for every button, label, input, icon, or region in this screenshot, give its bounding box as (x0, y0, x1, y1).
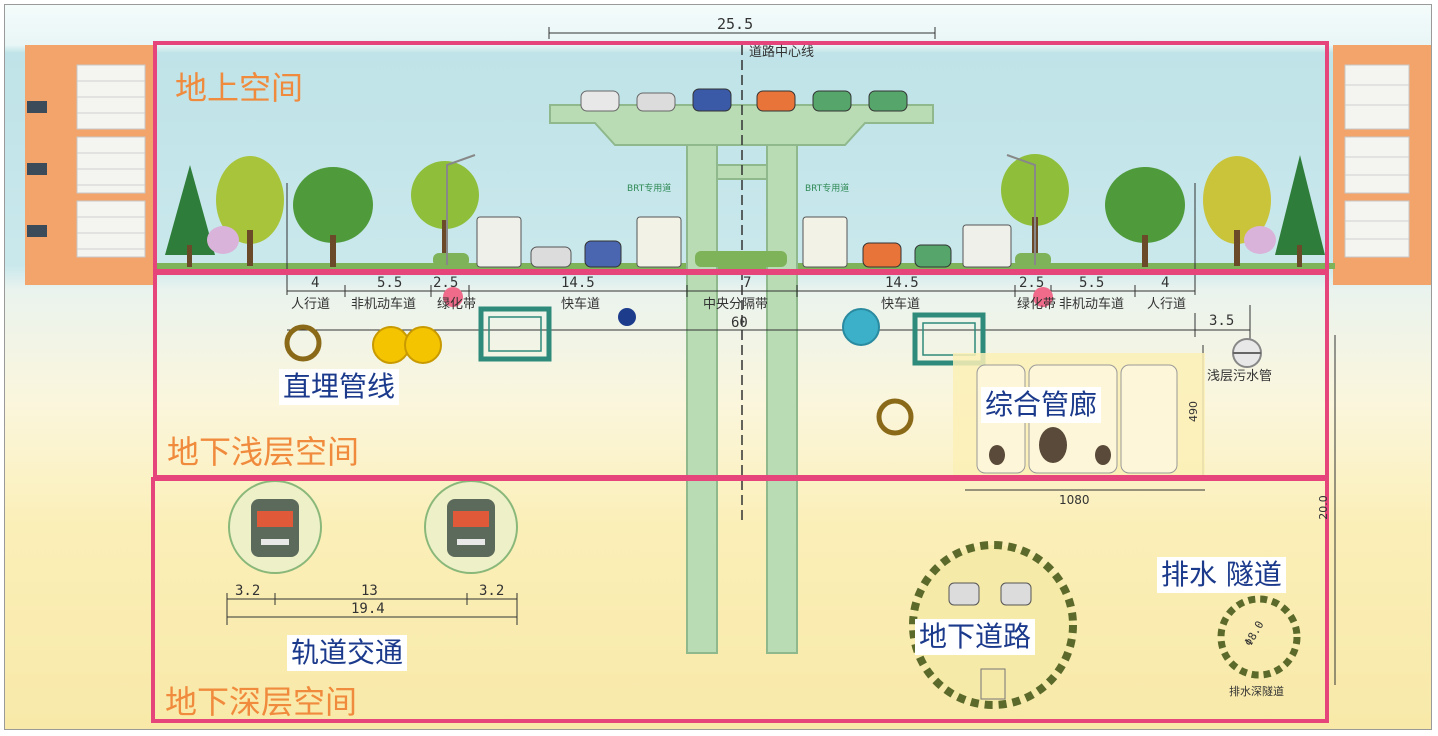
seg-name-6: 绿化带 (1017, 297, 1057, 312)
zone-deep (151, 477, 1329, 723)
seg-width-1: 5.5 (377, 275, 403, 291)
label-utility-tunnel: 综合管廊 (981, 387, 1102, 423)
seg-name-5: 快车道 (881, 297, 921, 312)
total-width: 60 (731, 315, 748, 331)
rail-dim-2: 3.2 (479, 583, 505, 599)
seg-width-0: 4 (311, 275, 320, 291)
gallery-width: 1080 (1059, 493, 1090, 507)
seg-name-1: 非机动车道 (351, 297, 417, 312)
cross-section-drawing (25, 27, 1431, 709)
green-separators (433, 251, 1051, 267)
seg-name-4: 中央分隔带 (703, 297, 769, 312)
sewer-offset: 3.5 (1209, 313, 1235, 329)
sewer-label: 浅层污水管 (1207, 369, 1273, 384)
zone-title-above: 地上空间 (175, 69, 304, 107)
zone-title-deep: 地下深层空间 (165, 683, 358, 721)
seg-width-3: 14.5 (561, 275, 595, 291)
brt-left-label: BRT专用道 (627, 184, 672, 194)
zone-above-ground (153, 41, 1329, 273)
label-direct-buried: 直埋管线 (279, 369, 400, 405)
deck-cars (580, 88, 908, 112)
drainage-tunnel-ring (1217, 595, 1301, 679)
lamp-posts (446, 154, 1036, 265)
rail-dim-0: 3.2 (235, 583, 261, 599)
seg-name-7: 非机动车道 (1059, 297, 1125, 312)
seg-width-4: 7 (743, 275, 752, 291)
centerline-label: 道路中心线 (749, 45, 815, 60)
seg-width-2: 2.5 (433, 275, 459, 291)
label-rail-transit: 轨道交通 (287, 635, 408, 671)
trees (165, 154, 1325, 267)
seg-width-5: 14.5 (885, 275, 919, 291)
depth-label: 20.0 (1316, 495, 1330, 520)
seg-name-0: 人行道 (291, 297, 331, 312)
seg-name-3: 快车道 (561, 297, 601, 312)
label-underground-road: 地下道路 (915, 619, 1036, 655)
rail-dim-1: 13 (361, 583, 378, 599)
ground-vehicles (476, 216, 1012, 268)
rail-tunnels (228, 480, 518, 574)
viaduct (549, 104, 934, 654)
shallow-pipes (284, 287, 1262, 436)
rail-total: 19.4 (351, 601, 385, 617)
seg-width-6: 2.5 (1019, 275, 1045, 291)
dim-top-width: 25.5 (717, 15, 754, 33)
seg-name-2: 绿化带 (437, 297, 477, 312)
seg-name-8: 人行道 (1147, 297, 1187, 312)
left-building (25, 45, 157, 285)
diagram-frame: 地上空间 地下浅层空间 地下深层空间 直埋管线 综合管廊 轨道交通 地下道路 排… (4, 4, 1432, 730)
right-building (1333, 45, 1431, 285)
seg-width-8: 4 (1161, 275, 1170, 291)
label-drainage-tunnel: 排水 隧道 (1157, 557, 1286, 593)
zone-title-shallow: 地下浅层空间 (167, 433, 360, 471)
drainage-caption: 排水深隧道 (1229, 685, 1284, 698)
brt-right-label: BRT专用道 (805, 184, 850, 194)
gallery-height: 490 (1187, 401, 1200, 422)
seg-width-7: 5.5 (1079, 275, 1105, 291)
